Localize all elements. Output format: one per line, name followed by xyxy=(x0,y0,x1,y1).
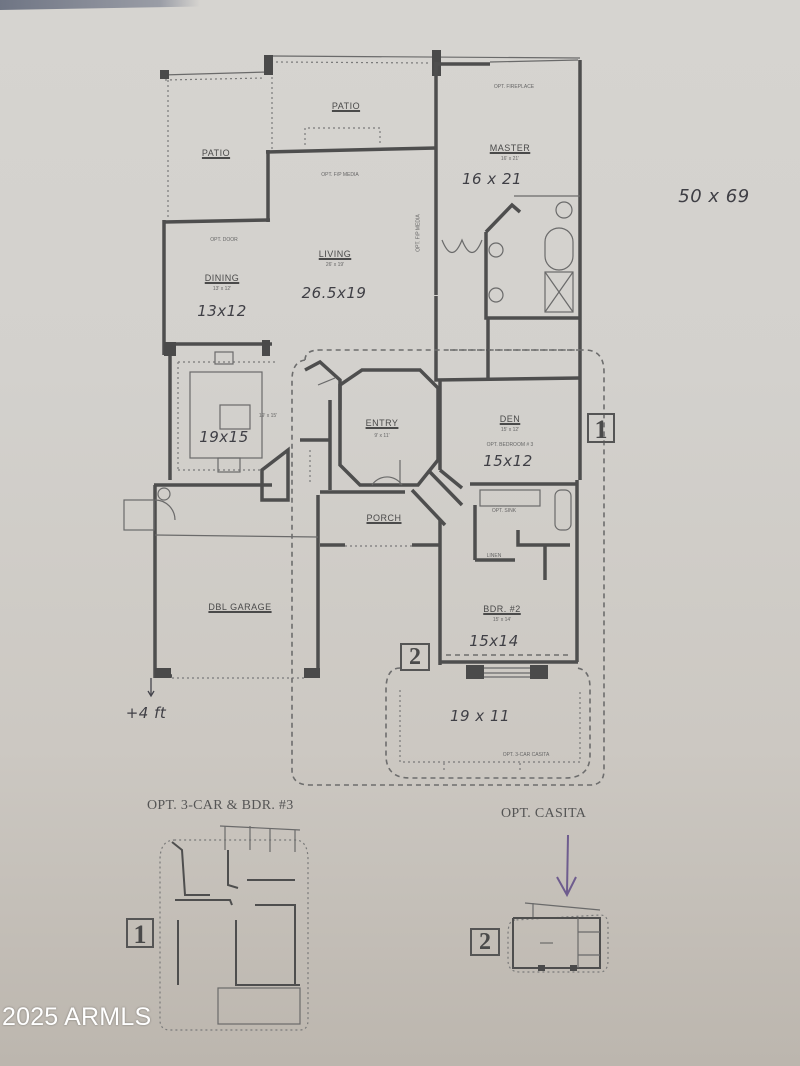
option-marker-1: 1 xyxy=(587,413,615,444)
handwritten-dims-den: 15x12 xyxy=(483,452,533,470)
note-opt-casita: OPT. 3-CAR CASITA xyxy=(502,752,550,758)
room-size-kitchen: 19' x 15' xyxy=(258,413,278,419)
handwritten-dims-dining: 13x12 xyxy=(197,302,247,320)
room-label-bdr2: BDR. #2 xyxy=(483,604,521,614)
handwritten-dims-living: 26.5x19 xyxy=(301,284,367,302)
room-label-master: MASTER xyxy=(489,143,531,153)
note-opt-media-side: OPT. F/P MEDIA xyxy=(415,214,422,252)
room-label-entry: ENTRY xyxy=(365,418,399,428)
watermark: 2025 ARMLS xyxy=(2,1003,152,1031)
handwritten-dims-casita: 19 x 11 xyxy=(449,707,511,725)
option-1-outline xyxy=(291,349,605,786)
note-opt-sink: OPT. SINK xyxy=(491,508,517,514)
garage-side-door xyxy=(123,487,176,531)
note-opt-door: OPT. DOOR xyxy=(210,237,238,243)
option-1-inset-marker: 1 xyxy=(126,918,154,949)
room-size-master: 16' x 21' xyxy=(500,156,520,162)
room-label-porch: PORCH xyxy=(366,513,402,523)
garage-extension-arrow xyxy=(147,678,155,698)
room-label-den: DEN xyxy=(499,414,521,424)
casita-small-plan xyxy=(507,902,609,973)
exterior-walls xyxy=(153,59,582,679)
casita-outline xyxy=(385,667,591,779)
room-size-entry: 9' x 11' xyxy=(374,433,390,439)
note-opt-bedroom3: OPT. BEDROOM # 3 xyxy=(486,442,534,448)
note-opt-fp-media: OPT. F/P MEDIA xyxy=(321,172,359,178)
handwritten-dims-master: 16 x 21 xyxy=(461,170,523,188)
option-marker-2: 2 xyxy=(400,643,430,671)
option-2-inset-marker: 2 xyxy=(470,928,500,956)
handwritten-dims-kitchen: 19x15 xyxy=(199,428,249,446)
option-1-title: OPT. 3-CAR & BDR. #3 xyxy=(147,798,294,813)
room-label-patio-left: PATIO xyxy=(201,148,231,158)
option-2-title: OPT. CASITA xyxy=(501,806,587,821)
room-label-garage: DBL GARAGE xyxy=(208,602,272,612)
option-1-small-plan xyxy=(159,825,309,1031)
room-label-living: LIVING xyxy=(318,249,352,259)
patio-outlines xyxy=(160,50,581,220)
room-label-patio-top: PATIO xyxy=(331,101,361,111)
note-linen: LINEN xyxy=(486,553,502,559)
handwritten-garage-note: +4 ft xyxy=(125,704,167,722)
handwritten-overall-dims: 50 x 69 xyxy=(678,186,750,207)
room-size-dining: 13' x 12' xyxy=(212,286,232,292)
note-opt-fireplace: OPT. FIREPLACE xyxy=(493,84,535,90)
room-size-living: 26' x 19' xyxy=(325,262,345,268)
room-size-bdr2: 15' x 14' xyxy=(492,617,512,623)
casita-pointer-arrow xyxy=(556,834,577,898)
room-label-dining: DINING xyxy=(204,273,240,283)
handwritten-dims-bdr2: 15x14 xyxy=(469,632,519,650)
room-size-den: 15' x 12' xyxy=(500,427,520,433)
